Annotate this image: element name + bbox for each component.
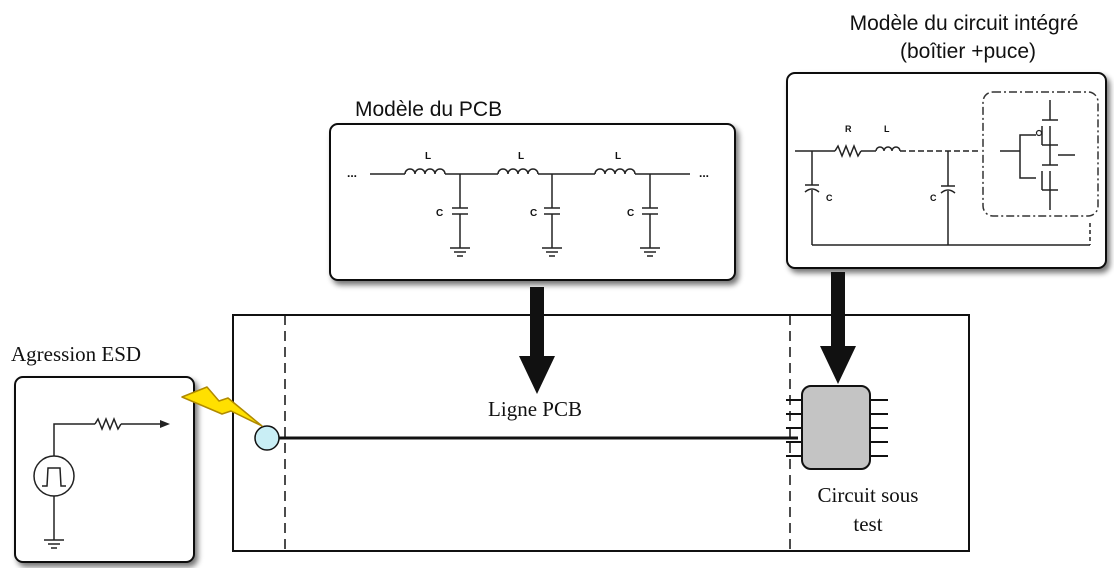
pcb-ellipsis-left: ...	[347, 166, 357, 180]
dut-label-line2: test	[853, 512, 882, 536]
pcb-l-label-2: L	[518, 151, 524, 162]
pcb-l-label-3: L	[615, 151, 621, 162]
pcb-c-label-3: C	[627, 208, 634, 219]
ic-l-label: L	[884, 124, 890, 134]
ic-model-title-line1: Modèle du circuit intégré	[850, 12, 1079, 35]
die-outline	[982, 91, 1099, 217]
pcb-model-box: ... ... L L L C C C	[329, 123, 736, 281]
pcb-ellipsis-right: ...	[699, 166, 709, 180]
esd-source-box	[14, 376, 195, 563]
pcb-l-label-1: L	[425, 151, 431, 162]
esd-title: Agression ESD	[11, 342, 141, 366]
ic-model-title-line2: (boîtier +puce)	[900, 40, 1036, 63]
pcb-model-arrow	[519, 287, 555, 394]
esd-resistor-symbol	[94, 416, 122, 432]
inductor-symbol	[875, 146, 901, 152]
dut-chip	[786, 385, 888, 470]
pcb-line-label: Ligne PCB	[488, 397, 582, 421]
pcb-c-label-2: C	[530, 208, 537, 219]
lightning-bolt-icon	[181, 386, 263, 427]
injection-pad	[254, 425, 280, 451]
pcb-c-label-1: C	[436, 208, 443, 219]
ic-c-right-label: C	[930, 193, 937, 203]
ic-c-left-label: C	[826, 193, 833, 203]
pcb-model-title: Modèle du PCB	[355, 98, 502, 121]
ic-model-box: R L C C	[786, 72, 1107, 269]
resistor-symbol	[834, 143, 862, 159]
dut-label-line1: Circuit sous	[818, 483, 919, 507]
ic-model-arrow	[820, 272, 856, 384]
ic-r-label: R	[845, 124, 852, 134]
